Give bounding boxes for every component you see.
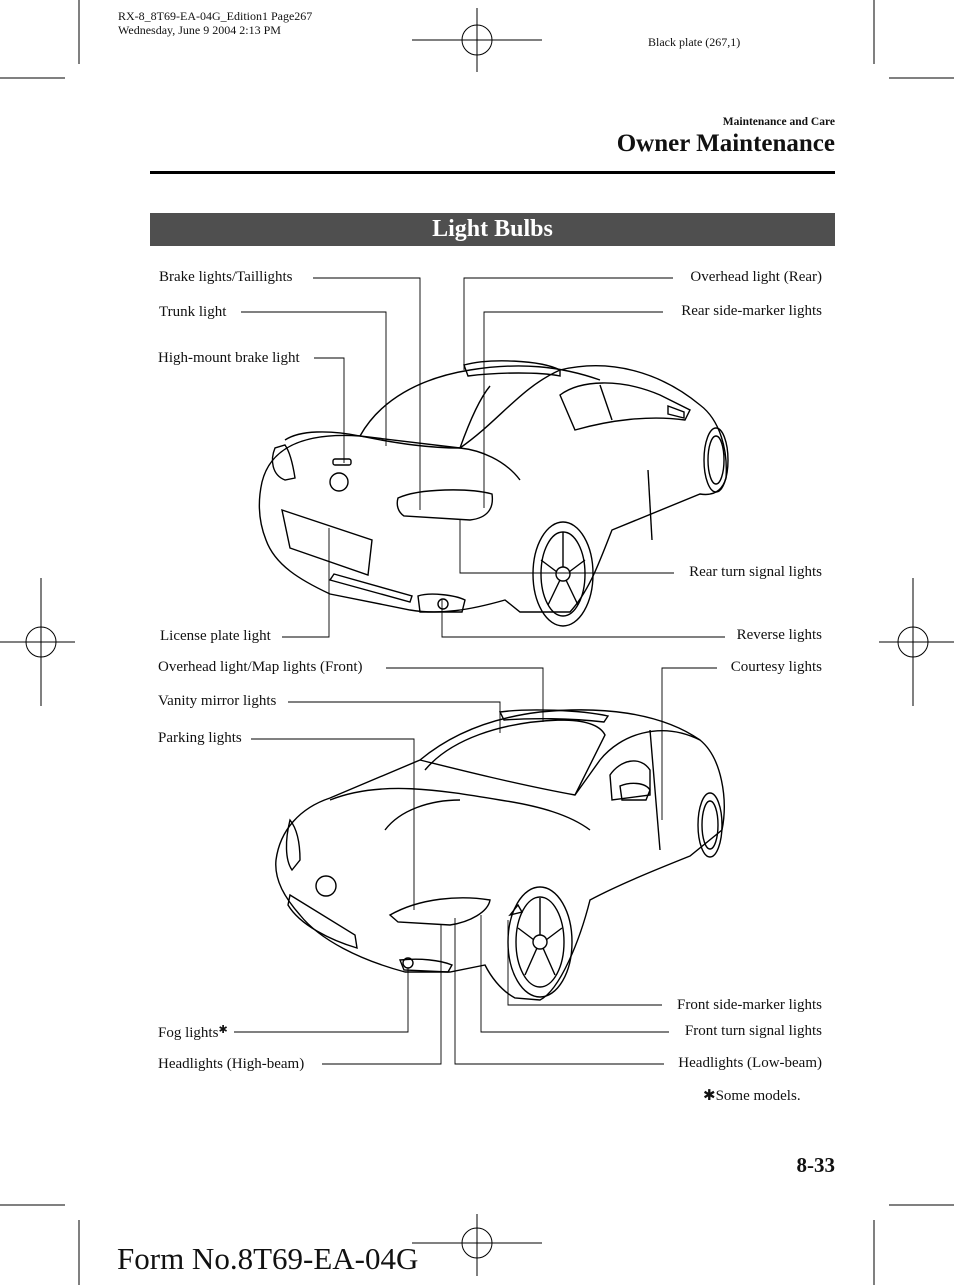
- leader-lines: [234, 277, 725, 1065]
- label-rear-turn-signal: Rear turn signal lights: [689, 564, 822, 580]
- label-high-mount-brake-light: High-mount brake light: [158, 350, 300, 366]
- section-label: Maintenance and Care: [722, 116, 835, 128]
- label-parking-lights: Parking lights: [158, 730, 242, 746]
- label-reverse-lights: Reverse lights: [736, 627, 822, 643]
- section-banner: Light Bulbs: [150, 213, 835, 246]
- label-overhead-light-rear: Overhead light (Rear): [690, 269, 822, 285]
- label-fog-lights: Fog lights✱: [158, 1023, 228, 1042]
- label-front-side-marker: Front side-marker lights: [677, 997, 822, 1013]
- registration-marks: [0, 8, 954, 1276]
- label-front-turn-signal: Front turn signal lights: [684, 1023, 822, 1039]
- some-models-marker: ✱: [218, 1024, 228, 1036]
- label-overhead-map-front: Overhead light/Map lights (Front): [158, 659, 363, 675]
- label-trunk-light: Trunk light: [159, 304, 227, 320]
- label-headlights-low-beam: Headlights (Low-beam): [678, 1055, 822, 1071]
- rear-car-illustration: [258, 360, 729, 627]
- front-car-illustration: [275, 709, 725, 1001]
- print-header-date: Wednesday, June 9 2004 2:13 PM: [118, 23, 281, 37]
- label-rear-side-marker: Rear side-marker lights: [681, 303, 822, 319]
- fog-lights-text: Fog lights: [158, 1025, 219, 1041]
- print-header-file: RX-8_8T69-EA-04G_Edition1 Page267: [118, 9, 313, 23]
- label-courtesy-lights: Courtesy lights: [730, 659, 822, 675]
- title-rule: [150, 171, 835, 174]
- label-headlights-high-beam: Headlights (High-beam): [158, 1056, 305, 1072]
- print-header-plate: Black plate (267,1): [648, 35, 741, 49]
- page-number: 8-33: [796, 1153, 836, 1177]
- label-vanity-mirror: Vanity mirror lights: [158, 693, 277, 709]
- form-number: Form No.8T69-EA-04G: [117, 1241, 419, 1276]
- page-title: Owner Maintenance: [616, 130, 835, 157]
- footnote: ✱Some models.: [703, 1088, 801, 1104]
- label-brake-taillights: Brake lights/Taillights: [159, 269, 293, 285]
- label-license-plate-light: License plate light: [160, 628, 271, 644]
